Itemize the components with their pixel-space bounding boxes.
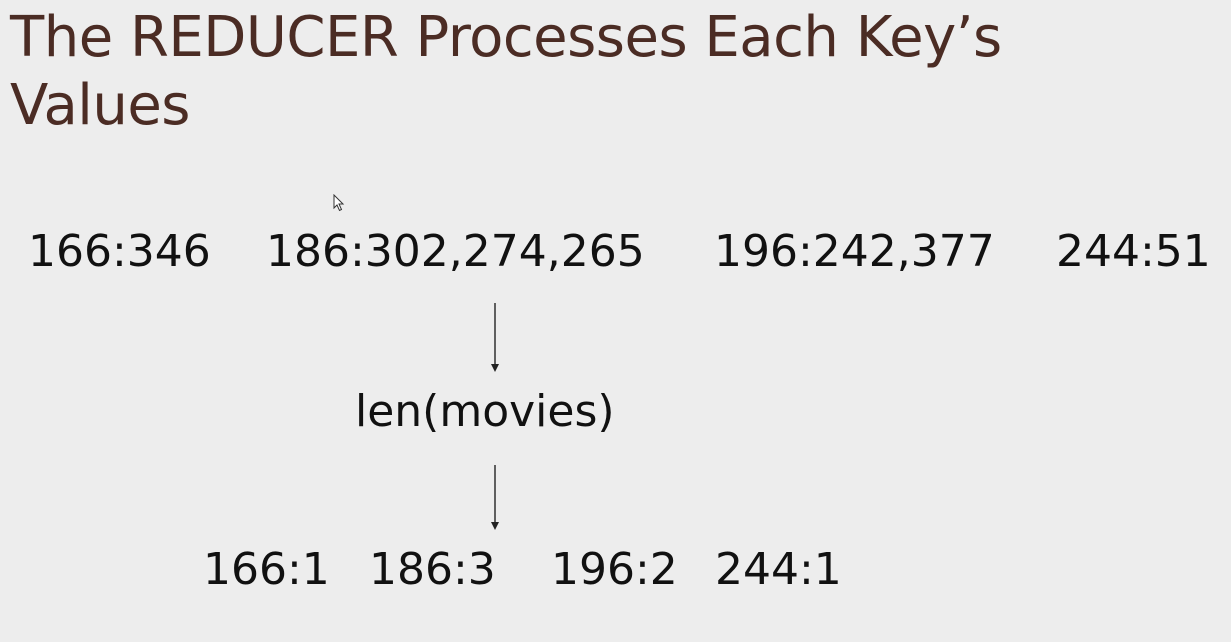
arrow-down-icon: [491, 303, 499, 372]
output-pair-166: 166:1: [203, 544, 330, 595]
input-pair-196: 196:242,377: [714, 226, 995, 277]
input-pair-244: 244:51: [1056, 226, 1211, 277]
reducer-function-label: len(movies): [355, 386, 615, 437]
output-pair-196: 196:2: [551, 544, 678, 595]
mouse-pointer-icon: [333, 194, 345, 212]
slide-title: The REDUCER Processes Each Key’s Values: [10, 5, 1002, 138]
output-pair-186: 186:3: [369, 544, 496, 595]
input-pair-186: 186:302,274,265: [266, 226, 645, 277]
input-pair-166: 166:346: [28, 226, 211, 277]
arrow-down-icon: [491, 465, 499, 530]
output-pair-244: 244:1: [715, 544, 842, 595]
